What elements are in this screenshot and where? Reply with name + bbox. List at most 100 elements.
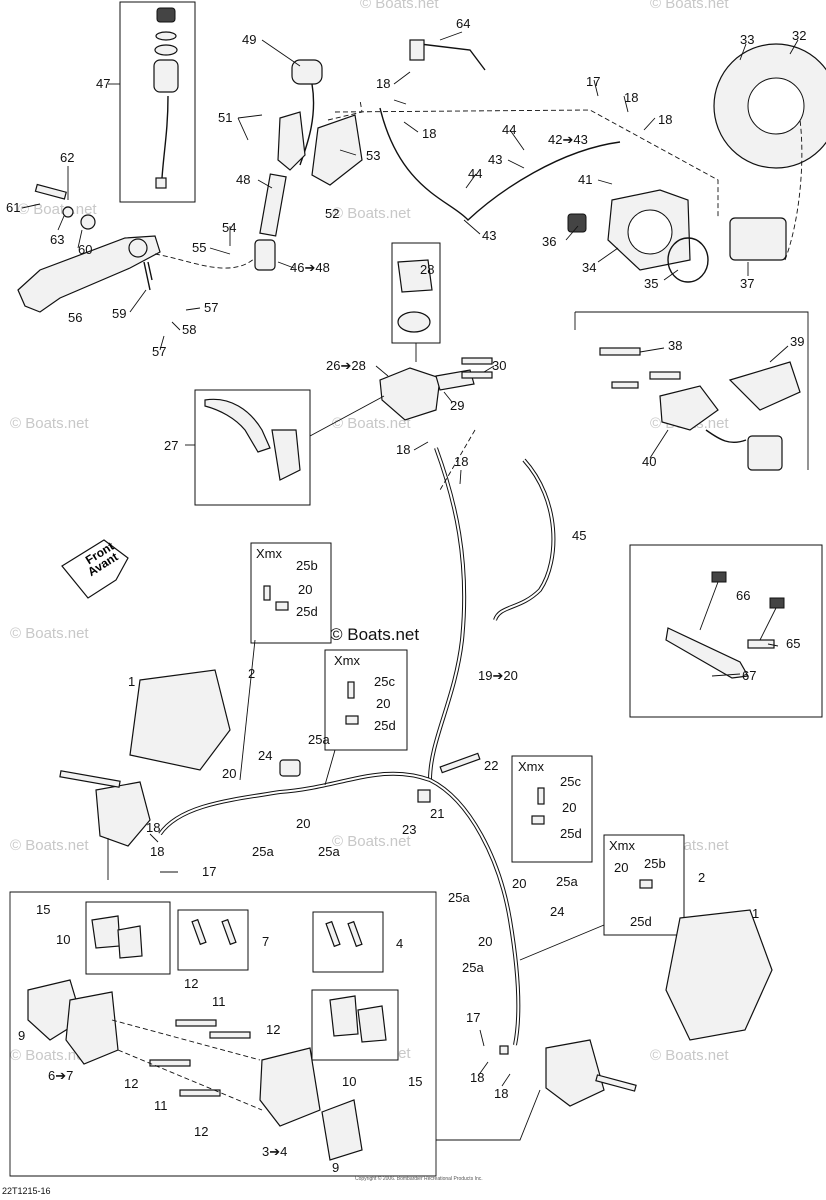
bolt-pin: [59, 770, 121, 788]
front-left-caliper: [95, 781, 151, 847]
watermark: © Boats.net: [650, 0, 729, 12]
watermark: © Boats.net: [360, 0, 439, 12]
callout-9: 9: [18, 1028, 25, 1043]
rear-caliper-exploded-inset: [574, 311, 809, 471]
main-hose-19: [428, 447, 467, 781]
callout-62: 62: [60, 150, 74, 165]
banjo: [499, 1045, 509, 1055]
callout-52: 52: [325, 206, 339, 221]
callout-20f: 20: [296, 816, 310, 831]
callout-25a-d: 25a: [448, 890, 470, 905]
xmx-label: Xmx: [609, 838, 636, 853]
front-master-cylinder-group: [185, 242, 495, 506]
callout-2: 2: [248, 666, 255, 681]
callout-18c: 18: [624, 90, 638, 105]
callout-20g: 20: [512, 876, 526, 891]
callout-9b: 9: [332, 1160, 339, 1175]
callout-30: 30: [492, 358, 506, 373]
callout-23: 23: [402, 822, 416, 837]
heat-shield: [311, 114, 363, 186]
lever-bracket: [271, 429, 301, 481]
callout-25d-c: 25d: [560, 826, 582, 841]
callout-41: 41: [578, 172, 592, 187]
pad-spring: [728, 361, 801, 411]
callout-6to7: 6➔7: [48, 1068, 73, 1083]
reservoir-cover: [397, 259, 433, 293]
callout-18j: 18: [494, 1086, 508, 1101]
watermark: © Boats.net: [10, 1047, 89, 1064]
callout-25d-d: 25d: [630, 914, 652, 929]
callout-54: 54: [222, 220, 236, 235]
pivot-bolt: [34, 183, 67, 200]
clip: [345, 715, 359, 725]
reservoir-line: [299, 83, 315, 166]
callout-12d: 12: [194, 1124, 208, 1139]
callout-20d: 20: [614, 860, 628, 875]
caliper-bridge-line: [705, 429, 747, 444]
rear-caliper: [729, 217, 787, 261]
guide-inset-box: [629, 544, 823, 718]
rear-brake-hose: [379, 107, 621, 221]
clip: [639, 879, 653, 889]
callout-59: 59: [112, 306, 126, 321]
reservoir-body: [153, 59, 179, 93]
bolt-22: [439, 752, 481, 774]
watermark-center: © Boats.net: [330, 625, 419, 644]
fitting-23: [417, 789, 431, 803]
copyright-fine-print: Copyright © 2006. Bombardier Recreationa…: [355, 1175, 483, 1182]
slide-pin-11d: [179, 1089, 221, 1097]
callout-15b: 15: [408, 1074, 422, 1089]
caliper-housing: [659, 385, 719, 431]
callout-53: 53: [366, 148, 380, 163]
callout-20: 20: [298, 582, 312, 597]
callout-34: 34: [582, 260, 596, 275]
callout-18h: 18: [150, 844, 164, 859]
callout-28: 28: [420, 262, 434, 277]
callout-17b: 17: [202, 864, 216, 879]
callout-39: 39: [790, 334, 804, 349]
callout-11b: 11: [154, 1098, 168, 1113]
callout-64: 64: [456, 16, 470, 31]
callout-10b: 10: [342, 1074, 356, 1089]
callout-26to28: 26➔28: [326, 358, 366, 373]
callout-61: 61: [6, 200, 20, 215]
brake-pad: [91, 915, 121, 949]
xmx-inset-3: [511, 755, 593, 863]
reservoir-inset-box: [119, 1, 196, 203]
screw: [347, 681, 355, 699]
callout-56: 56: [68, 310, 82, 325]
callout-37: 37: [740, 276, 754, 291]
line-45: [493, 458, 556, 621]
callout-40: 40: [642, 454, 656, 469]
callout-58: 58: [182, 322, 196, 337]
callout-45: 45: [572, 528, 586, 543]
callout-24: 24: [258, 748, 272, 763]
watermark: © Boats.net: [332, 415, 411, 432]
watermark: © Boats.net: [332, 833, 411, 850]
callout-19to20: 19➔20: [478, 668, 518, 683]
callout-20h: 20: [478, 934, 492, 949]
pad-set: [747, 435, 783, 471]
callout-25a-c: 25a: [318, 844, 340, 859]
return-spring: [143, 261, 153, 291]
callout-21: 21: [430, 806, 444, 821]
brake-pad-2: [357, 1005, 387, 1043]
clamp-bolt-2: [461, 371, 493, 379]
pin-2: [221, 918, 237, 946]
callout-17: 17: [586, 74, 600, 89]
callout-67: 67: [742, 668, 756, 683]
xmx-inset-group: Xmx Xmx Xmx Xmx: [239, 542, 685, 961]
support-bore: [627, 209, 673, 255]
callout-1: 1: [128, 674, 135, 689]
master-cylinder-bracket: [277, 111, 306, 171]
front-arrow-shape: [61, 539, 129, 599]
callout-25b: 25b: [296, 558, 318, 573]
caliper-body-6: [65, 991, 119, 1065]
callout-18b: 18: [422, 126, 436, 141]
callout-18d: 18: [658, 112, 672, 127]
pin: [325, 920, 341, 948]
pin-kit-4: [312, 911, 384, 973]
hose-route-dash: [334, 109, 719, 218]
callout-49: 49: [242, 32, 256, 47]
